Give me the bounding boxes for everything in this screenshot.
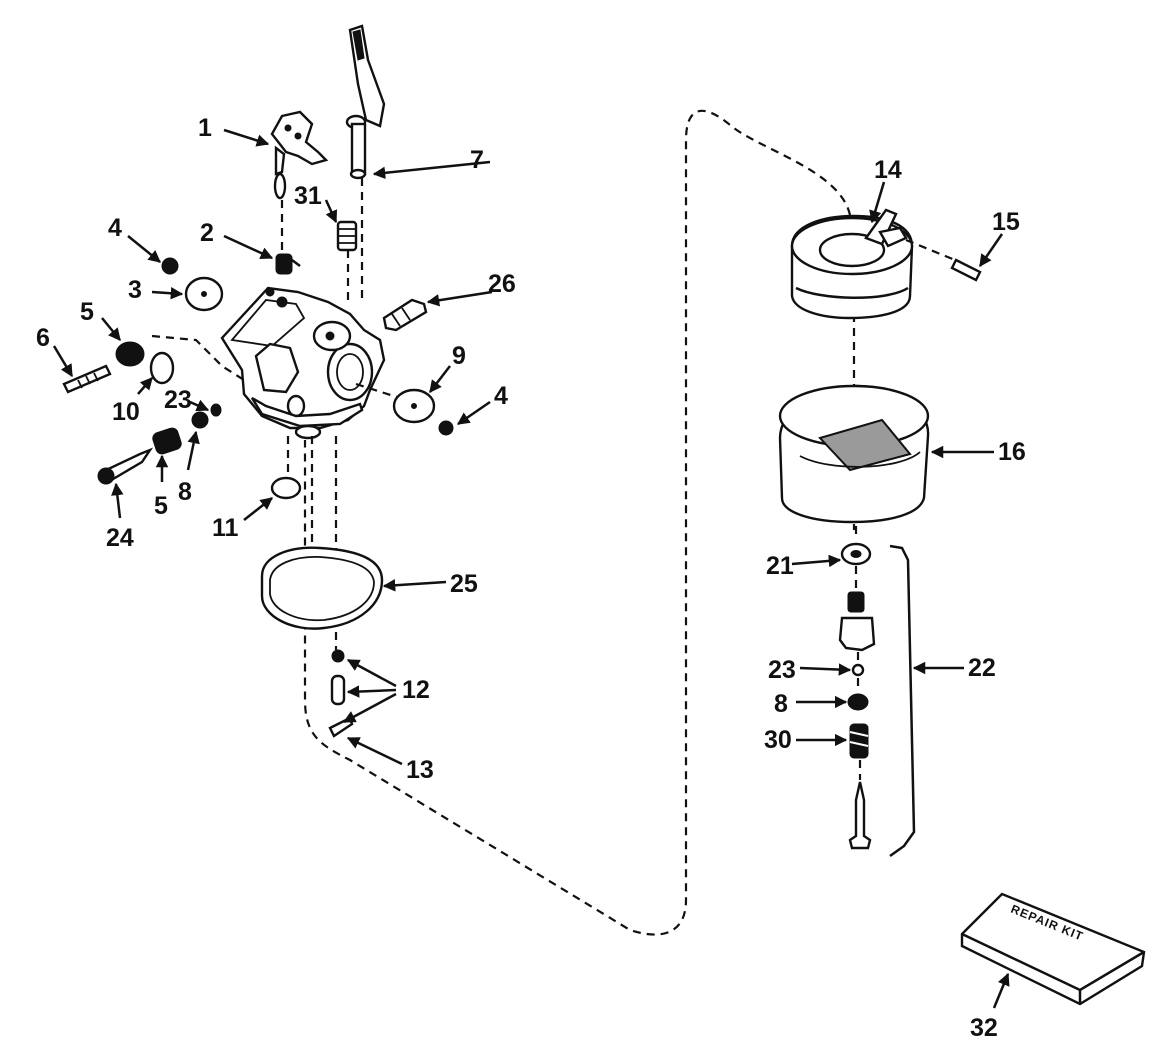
throttle-lever-part xyxy=(345,24,386,180)
spring-5-upper-part xyxy=(115,341,145,367)
label-4-top: 4 xyxy=(108,214,122,242)
label-4-right: 4 xyxy=(494,382,508,410)
screw-4-right-part xyxy=(438,420,454,436)
label-24: 24 xyxy=(106,524,134,552)
label-16: 16 xyxy=(998,438,1026,466)
bracket-22 xyxy=(889,544,916,858)
fitting-26-part xyxy=(382,298,428,332)
label-2: 2 xyxy=(200,219,214,247)
label-10: 10 xyxy=(112,398,140,426)
label-23-left: 23 xyxy=(164,386,192,414)
spring-2-part xyxy=(275,253,301,275)
label-21: 21 xyxy=(766,552,794,580)
needle-6-part xyxy=(62,364,112,394)
carburetor-body-part xyxy=(220,286,386,440)
washer-23-right-part xyxy=(851,663,865,677)
washer-23-left-part xyxy=(210,403,222,417)
label-5-lower: 5 xyxy=(154,492,168,520)
choke-plate-3-part xyxy=(184,276,224,312)
label-26: 26 xyxy=(488,270,516,298)
label-6: 6 xyxy=(36,324,50,352)
repair-kit-32-part: REPAIR KIT xyxy=(960,892,1146,1006)
spring-30-part xyxy=(849,723,869,759)
plug-11-part xyxy=(270,476,302,500)
label-5-upper: 5 xyxy=(80,298,94,326)
part-labels: 1 2 3 4 4 5 5 6 7 8 8 9 10 11 12 13 14 1… xyxy=(36,114,1026,1042)
seal-8-left-part xyxy=(191,411,209,429)
screw-4-top-part xyxy=(161,257,179,275)
label-32: 32 xyxy=(970,1014,998,1042)
o-ring-10-part xyxy=(149,351,175,385)
bowl-nut-part xyxy=(838,591,876,652)
spring-5-lower-part xyxy=(152,427,182,455)
label-11: 11 xyxy=(212,514,239,542)
label-30: 30 xyxy=(764,726,792,754)
label-13: 13 xyxy=(406,756,434,784)
label-31: 31 xyxy=(294,182,322,210)
washer-21-part xyxy=(840,542,872,566)
dashed-connection-loop xyxy=(303,109,852,936)
label-7: 7 xyxy=(470,146,484,174)
label-1: 1 xyxy=(198,114,212,142)
leader-arrows xyxy=(52,128,1010,1009)
pin-15-part xyxy=(950,258,982,282)
choke-bracket-part xyxy=(270,110,329,200)
label-9: 9 xyxy=(452,342,466,370)
float-hinge-14-part xyxy=(864,208,908,248)
needle-24-part xyxy=(97,447,154,485)
label-14: 14 xyxy=(874,156,902,184)
float-bowl-16-part xyxy=(778,384,930,524)
label-23-right: 23 xyxy=(768,656,796,684)
label-8-right: 8 xyxy=(774,690,788,718)
label-3: 3 xyxy=(128,276,142,304)
inlet-needle-12-part xyxy=(330,649,346,706)
label-25: 25 xyxy=(450,570,478,598)
spring-31-part xyxy=(336,220,358,252)
gasket-25-part xyxy=(260,546,384,630)
label-15: 15 xyxy=(992,208,1020,236)
label-22: 22 xyxy=(968,654,996,682)
needle-valve-part xyxy=(848,781,872,850)
label-12: 12 xyxy=(402,676,430,704)
throttle-plate-9-part xyxy=(392,388,436,424)
seal-8-right-part xyxy=(847,693,869,711)
label-8-left: 8 xyxy=(178,478,192,506)
